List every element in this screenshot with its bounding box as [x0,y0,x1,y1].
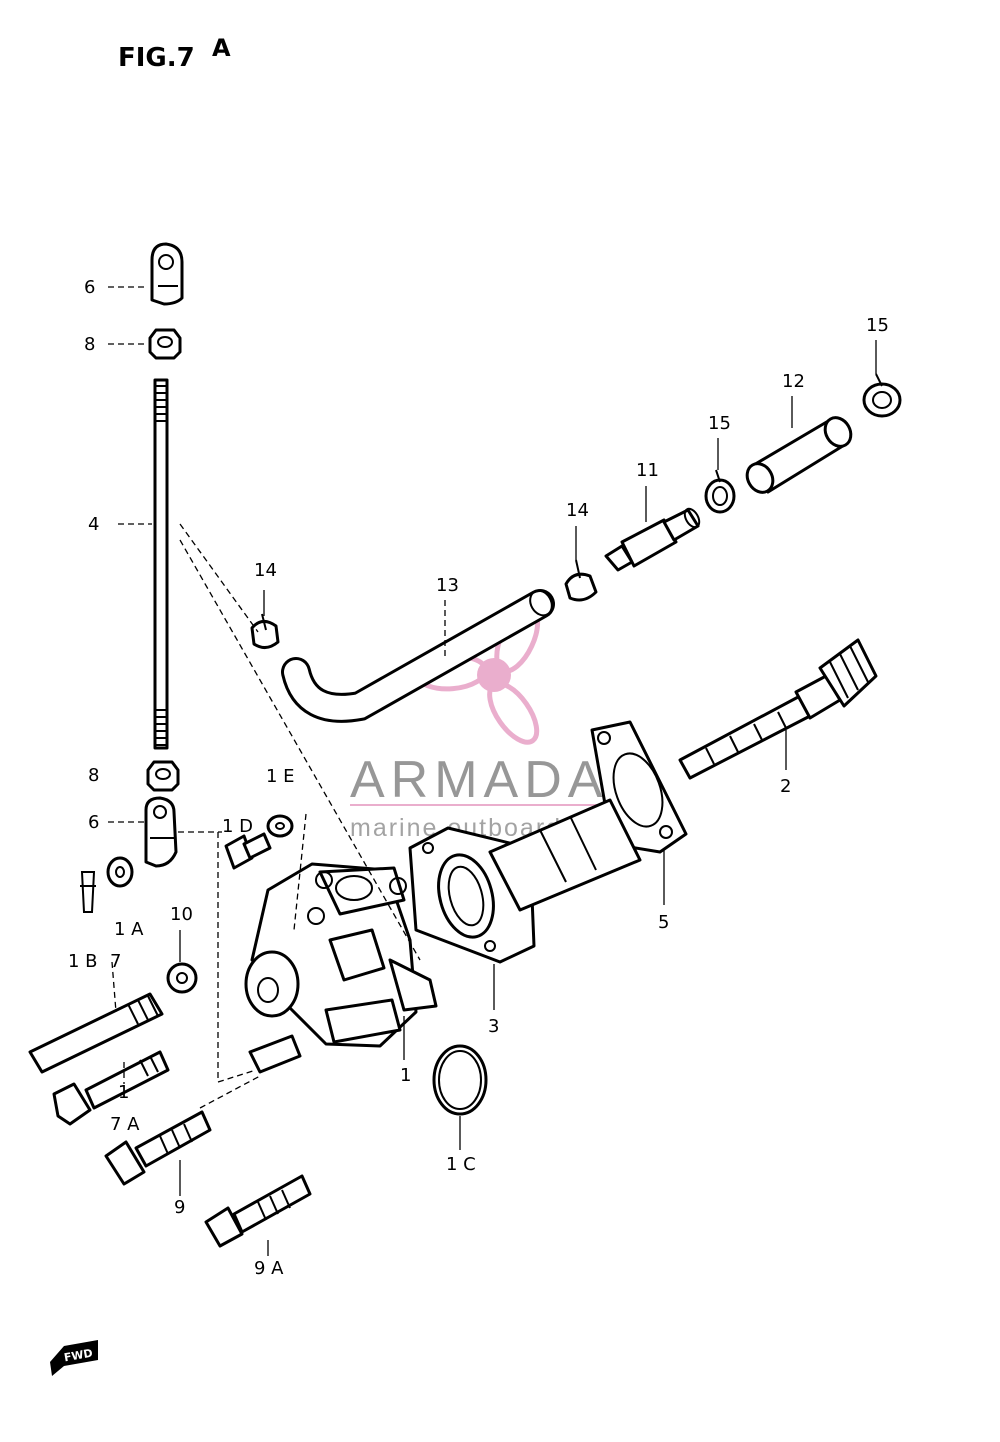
callout-7: 7 [110,951,121,972]
callout-5: 5 [658,912,669,933]
figure-variant: A [212,34,231,62]
part-4-stud [153,378,169,750]
part-1c-o-ring [432,1044,488,1116]
callout-11: 11 [636,460,659,481]
part-6-top-connector [150,242,184,306]
part-1a-washer [106,856,134,888]
part-9-bolt [104,1110,212,1186]
callout-15-mid: 15 [708,413,731,434]
part-9a-bolt [204,1174,312,1248]
callout-1c: 1 C [446,1154,476,1175]
callout-8-top: 8 [84,334,95,355]
callout-2: 2 [780,776,791,797]
callout-1b: 1 B [68,951,98,972]
arrow-left-icon [50,1340,98,1376]
callout-14-left: 14 [254,560,277,581]
callout-4: 4 [88,514,99,535]
part-10-washer [166,962,198,994]
callout-9a: 9 A [254,1258,284,1279]
leader-lines [108,286,877,1256]
part-8-bottom-nut [146,760,180,792]
callout-15-top: 15 [866,315,889,336]
callout-1: 1 [400,1065,411,1086]
callout-6-bottom: 6 [88,812,99,833]
callout-10: 10 [170,904,193,925]
part-7-stud [28,992,164,1074]
watermark-brand: ARMADA [350,751,608,809]
gear-teeth [829,645,869,699]
part-13-hose [281,589,555,723]
callout-1d: 1 D [222,816,253,837]
callout-labels: 6 8 4 14 13 14 11 15 12 15 2 8 6 1 D 1 E… [68,277,889,1279]
part-1d-bolt [224,832,272,870]
stud-thread-bottom [154,709,168,746]
part-1b-pin [80,871,96,913]
callout-6-top: 6 [84,277,95,298]
part-3-housing [408,798,642,964]
fwd-marker: FWD [50,1340,98,1376]
part-6-bottom-connector [144,796,178,868]
callout-13: 13 [436,575,459,596]
part-12-straight-hose [745,416,853,494]
callout-1a: 1 A [114,919,144,940]
callout-8-bottom: 8 [88,765,99,786]
part-7a-stud [52,1050,170,1126]
callout-1-left: 1 [118,1082,129,1103]
part-15-mid-clip [704,469,736,514]
part-1-pump-body [244,862,438,1074]
part-8-top-nut [148,328,182,360]
part-1e-washer [266,814,294,838]
part-11-fitting [604,507,701,572]
figure-title: FIG.7 [118,43,195,73]
callout-3: 3 [488,1016,499,1037]
shaft-splines [705,711,787,765]
callout-7a: 7 A [110,1114,140,1135]
stud-thread-top [154,385,168,422]
fwd-label: FWD [63,1347,94,1365]
callout-1e: 1 E [266,766,295,787]
part-14-right-clip [564,559,598,602]
part-15-top-clip [862,373,902,418]
callout-14-right: 14 [566,500,589,521]
part-14-left-clip [250,613,280,649]
part-2-driveshaft [678,638,878,780]
callout-9: 9 [174,1197,185,1218]
callout-12: 12 [782,371,805,392]
